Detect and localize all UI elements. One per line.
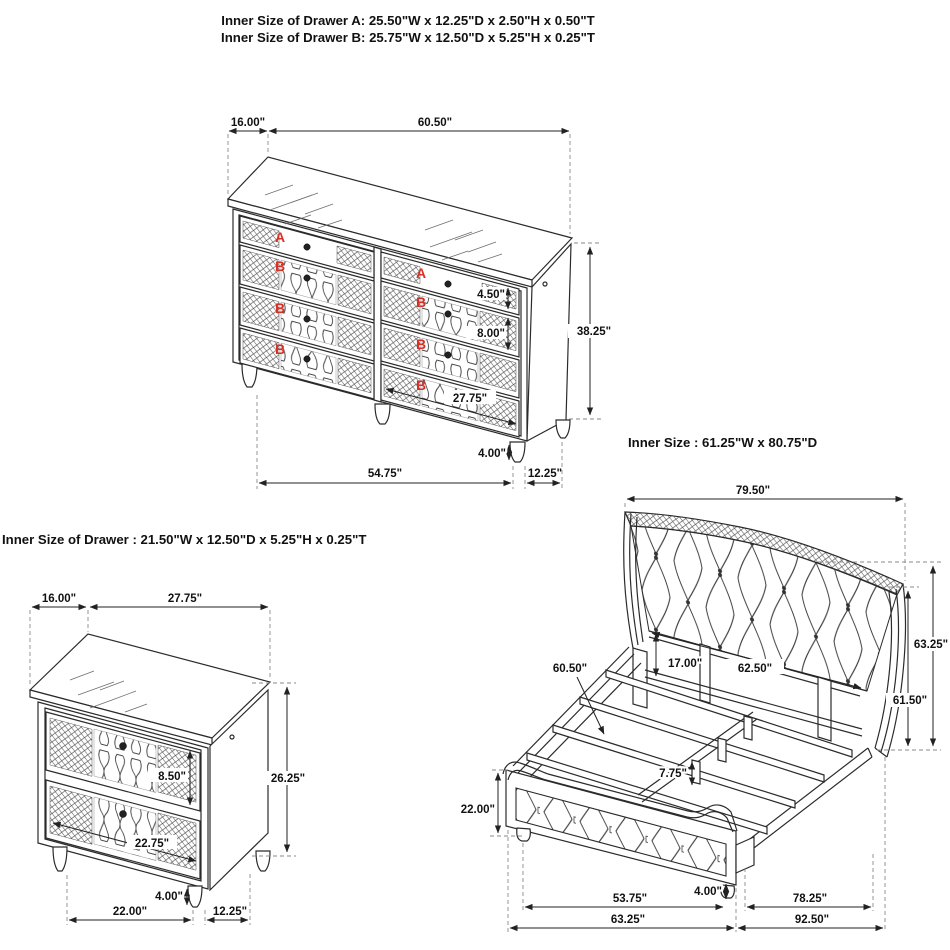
dim-bed-overall-length: 92.50" [795, 914, 829, 926]
dim-bed-panel-gap: 17.00" [668, 658, 702, 670]
drawer-knob [444, 351, 452, 359]
dim-bed-footboard-inner: 53.75" [613, 893, 647, 905]
drawer-knob [303, 274, 311, 282]
bed-footboard [502, 761, 755, 899]
bed-slats [526, 669, 853, 835]
dresser-drawer-b3-left: B [239, 327, 375, 400]
mirror-shine-lines [69, 670, 148, 713]
dim-dresser-bottom-depth: 12.25" [528, 468, 562, 480]
drawer-knob [303, 355, 311, 363]
dim-ns-leg-height: 4.00" [155, 891, 183, 903]
dim-drawer-a-height: 4.50" [477, 289, 505, 301]
dresser-drawer-b1-left: B [239, 244, 375, 321]
dim-ns-drawer-height: 8.50" [158, 771, 186, 783]
nightstand-drawing: Inner Size of Drawer : 21.50"W x 12.50"D… [2, 532, 366, 925]
drawer-letter: B [275, 300, 285, 316]
dim-bed-footboard-height: 22.00" [461, 804, 495, 816]
drawer-letter: A [275, 229, 285, 245]
bed-inner-size-title: Inner Size : 61.25"W x 80.75"D [628, 435, 817, 450]
dim-ns-bottom-depth: 12.25" [213, 906, 247, 918]
dim-ns-drawer-width: 22.75" [135, 838, 169, 850]
drawer-knob [119, 810, 127, 818]
dim-ns-height: 26.25" [271, 773, 305, 785]
dim-bed-slat-width: 60.50" [553, 663, 587, 675]
bed-drawing: Inner Size : 61.25"W x 80.75"D [459, 435, 950, 932]
dim-bed-support-height: 7.75" [659, 768, 687, 780]
dim-bed-headboard-height: 61.50" [893, 695, 927, 707]
drawer-knob [444, 310, 452, 318]
header-drawer-b-size: Inner Size of Drawer B: 25.75"W x 12.50"… [221, 30, 595, 45]
dim-drawer-width: 27.75" [453, 393, 487, 405]
dim-bed-inner-width: 62.50" [738, 663, 772, 675]
side-peg-hole [229, 734, 235, 740]
mirror-shine-lines [264, 184, 503, 263]
bed-dimensions: 79.50" 63.25" 61.50" 17.00" 62.50" 60.50… [459, 485, 950, 932]
rail-end [735, 836, 755, 874]
nightstand-drawer-1 [45, 711, 201, 812]
dresser-drawing: A B B [226, 117, 614, 489]
dim-dresser-top-width: 60.50" [418, 117, 452, 129]
drawer-knob [119, 742, 127, 750]
drawer-letter: B [416, 377, 426, 393]
nightstand-title: Inner Size of Drawer : 21.50"W x 12.50"D… [2, 532, 366, 547]
footboard-left-foot [516, 827, 531, 842]
dim-dresser-leg-height: 4.00" [478, 448, 506, 460]
drawer-knob [303, 315, 311, 323]
bed-headboard [623, 511, 907, 758]
drawer-letter: B [275, 258, 285, 274]
drawer-letter: B [416, 294, 426, 310]
dim-ns-bottom-width: 22.00" [113, 906, 147, 918]
bed-base [512, 646, 873, 852]
side-peg-hole [542, 281, 548, 287]
drawer-letter: B [275, 341, 285, 357]
dim-bed-headboard-width: 79.50" [736, 485, 770, 497]
dresser-dimensions: 16.00" 60.50" 38.25" 4.50" 8.00" 27.75" … [227, 117, 614, 489]
page-header: Inner Size of Drawer A: 25.50"W x 12.25"… [221, 13, 595, 45]
dim-bed-rail-length: 78.25" [793, 893, 827, 905]
dim-dresser-height: 38.25" [577, 326, 611, 338]
dresser-drawer-b2-left: B [239, 286, 375, 362]
headboard-right-post [817, 676, 832, 742]
dresser-drawer-a-left: A [239, 215, 375, 279]
drawer-letter: A [416, 265, 426, 281]
dim-ns-top-depth: 16.00" [42, 593, 76, 605]
dresser-drawer-b2-right: B [380, 322, 520, 399]
dim-bed-overall-height: 63.25" [914, 639, 948, 651]
center-rail [637, 711, 758, 803]
footboard-right-foot [720, 884, 735, 899]
dim-bed-leg-height: 4.00" [694, 886, 722, 898]
nightstand-dimensions: 16.00" 27.75" 8.50" 26.25" 22.75" 4.00" … [29, 593, 311, 925]
dim-ns-top-width: 27.75" [168, 593, 202, 605]
headboard-left-post [632, 647, 648, 709]
dim-dresser-bottom-width: 54.75" [368, 468, 402, 480]
drawer-knob [303, 243, 311, 251]
dim-bed-footboard-width: 63.25" [611, 914, 645, 926]
header-drawer-a-size: Inner Size of Drawer A: 25.50"W x 12.25"… [221, 13, 594, 28]
drawer-letter: B [416, 336, 426, 352]
dim-dresser-top-depth: 16.00" [231, 117, 265, 129]
drawer-knob [444, 280, 452, 288]
headboard-right-wing [874, 583, 907, 758]
dim-drawer-b-height: 8.00" [477, 328, 505, 340]
